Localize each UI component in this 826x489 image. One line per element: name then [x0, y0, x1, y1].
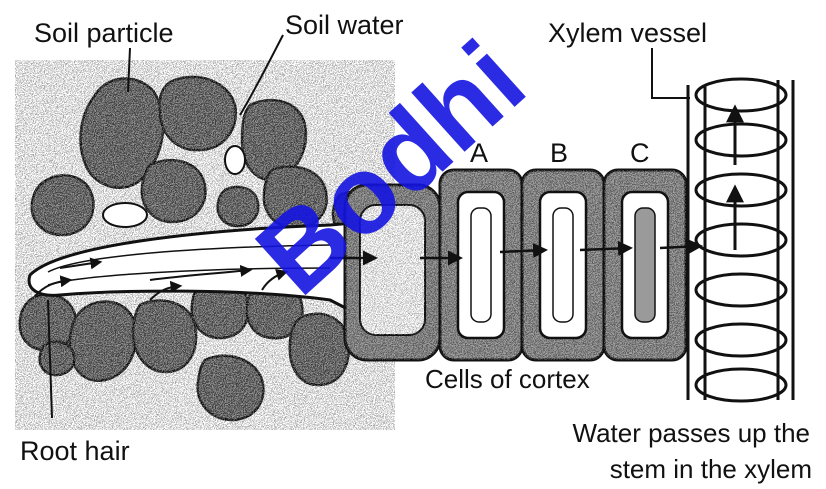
xylem-vessel-label: Xylem vessel: [548, 18, 707, 48]
soil-water-label: Soil water: [285, 10, 404, 40]
water-passes-label-line1: Water passes up the: [573, 418, 811, 448]
soil-particle-label: Soil particle: [34, 18, 174, 48]
cortex-cell-c: [604, 170, 686, 360]
xylem-vessel: [688, 79, 793, 401]
cortex-cell-b: [522, 170, 604, 360]
cell-b-label: B: [550, 138, 568, 168]
cortex-cells: [420, 170, 700, 360]
cells-of-cortex-label: Cells of cortex: [425, 364, 590, 394]
water-passes-label-line2: stem in the xylem: [610, 454, 812, 484]
cortex-cell-a: [440, 170, 522, 360]
root-hair-label: Root hair: [20, 436, 130, 466]
xylem-vessel-leader: [652, 48, 690, 98]
cell-c-label: C: [630, 138, 650, 168]
